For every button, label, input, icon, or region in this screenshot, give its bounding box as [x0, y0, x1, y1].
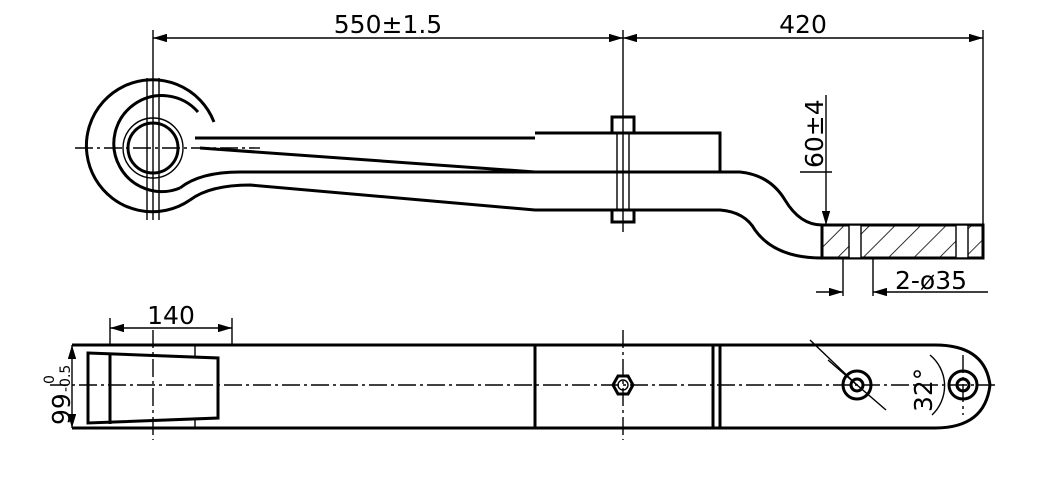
dim-99-label: 99 [47, 393, 76, 425]
dim-550-label: 550±1.5 [334, 10, 442, 39]
dim-holes-label: 2-ø35 [895, 266, 967, 295]
dim-99-upper-tol: 0 [42, 375, 58, 384]
dim-140-label: 140 [147, 301, 195, 330]
dim-angle-label: 32° [909, 368, 938, 412]
dimension-holes: 2-ø35 [816, 258, 988, 297]
dimension-drop: 60±4 [800, 95, 832, 225]
dimension-width: 99 0 -0.5 [42, 345, 77, 428]
dim-60-label: 60±4 [800, 99, 829, 168]
spring-leaves [179, 115, 985, 260]
dim-420-label: 420 [779, 10, 827, 39]
mounting-hole-2 [947, 355, 979, 415]
side-view: 550±1.5 420 [75, 10, 988, 297]
dim-99-lower-tol: -0.5 [58, 365, 74, 392]
dimension-top: 550±1.5 420 [152, 10, 984, 232]
dimension-140: 140 [109, 301, 233, 345]
center-bolt-hole [611, 374, 635, 396]
dimension-angle: 32° [809, 339, 946, 416]
plan-view: 140 99 0 [42, 301, 995, 440]
spring-eye [75, 78, 260, 220]
